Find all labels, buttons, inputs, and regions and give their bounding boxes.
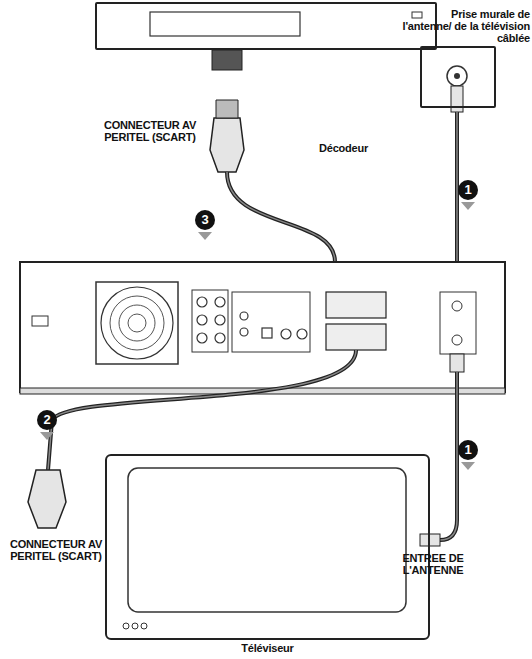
callout-number: 1 (458, 440, 478, 460)
wall-socket: Prise murale de l'antenne/ de la télévis… (420, 46, 496, 108)
antenna-panel (440, 292, 476, 354)
jack-panel (232, 292, 310, 352)
decoder-box: Décodeur (95, 2, 437, 50)
rca-jacks (197, 297, 225, 343)
antenna-cable (440, 372, 457, 540)
jacks (240, 312, 307, 339)
fan (96, 282, 178, 364)
antenna-cable (456, 112, 458, 282)
antenna-cable (455, 112, 459, 282)
antenna-jack (452, 301, 462, 311)
fan (119, 305, 155, 341)
connector-label: CONNECTEUR AV PERITEL (SCART) (2, 538, 110, 562)
socket-jack (454, 73, 460, 79)
tv-screen (128, 468, 406, 612)
fan (110, 296, 164, 350)
arrow-mark (198, 232, 212, 240)
decoder-button (412, 12, 422, 18)
socket-label: Prise murale de l'antenne/ de la télévis… (400, 8, 530, 44)
scart-cable (48, 350, 356, 470)
scart-cable (227, 172, 335, 262)
antenna-cable (440, 372, 457, 540)
scart-plug (210, 118, 244, 172)
scart-port (326, 292, 386, 318)
tv-box: Téléviseur (105, 454, 430, 640)
callout-number: 3 (195, 210, 215, 230)
callout-number: 2 (37, 410, 57, 430)
scart-cable (227, 172, 335, 262)
jack-panel (192, 290, 228, 352)
antenna-jack (452, 335, 462, 345)
decoder-display (150, 12, 300, 36)
connector-label: CONNECTEUR AV PERITEL (SCART) (94, 119, 206, 143)
coax-plug (420, 534, 440, 546)
scart-socket (212, 50, 242, 70)
tv-label: Téléviseur (233, 642, 303, 654)
coax-plug (451, 86, 463, 112)
fan (101, 287, 173, 359)
coax-plug (450, 354, 464, 372)
arrow-mark (461, 202, 475, 210)
decoder-label: Décodeur (319, 142, 399, 154)
scart-cable (48, 350, 356, 470)
fan (128, 314, 146, 332)
arrow-mark (40, 432, 54, 440)
socket-jack (447, 66, 467, 86)
arrow-mark (461, 462, 475, 470)
callout-number: 1 (458, 180, 478, 200)
antenna-input-label: ENTREE DE L'ANTENNE (392, 552, 474, 576)
scart-port (326, 324, 386, 350)
scart-plug (216, 100, 238, 118)
recorder-body (20, 262, 505, 392)
ac-inlet (32, 316, 48, 326)
tv-buttons (123, 623, 147, 629)
scart-plug (28, 470, 66, 528)
